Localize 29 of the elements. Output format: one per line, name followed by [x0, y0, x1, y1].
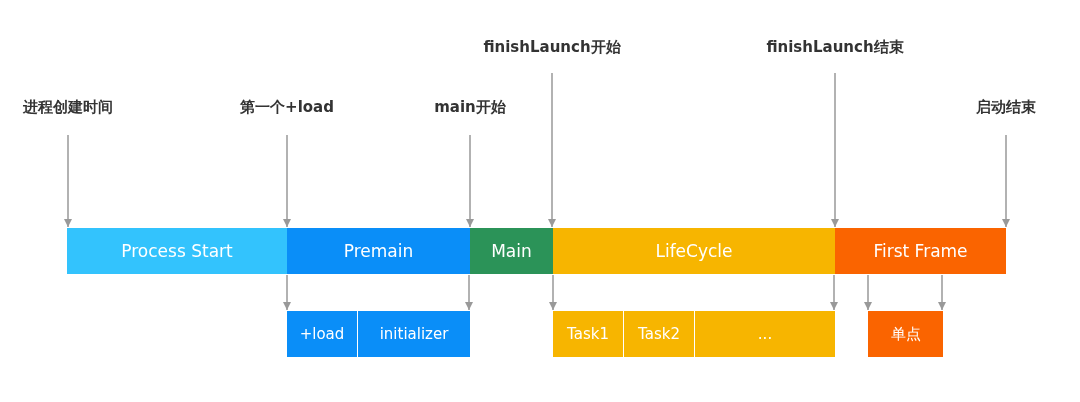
phase-bar-segment: First Frame	[835, 228, 1006, 274]
time-point-label: finishLaunch开始	[472, 35, 632, 59]
arrow	[466, 134, 474, 228]
arrow	[864, 274, 872, 311]
arrow	[1002, 134, 1010, 228]
phase-bar-segment: Premain	[287, 228, 470, 274]
phase-bar-segment: Main	[470, 228, 553, 274]
arrow	[549, 274, 557, 311]
sub-task-box: Task2	[624, 311, 694, 357]
sub-task-box: 单点	[868, 311, 943, 357]
arrow	[64, 134, 72, 228]
phase-bar-segment: Process Start	[67, 228, 287, 274]
arrow	[830, 274, 838, 311]
time-point-label: finishLaunch结束	[755, 35, 915, 59]
arrow	[938, 274, 946, 311]
arrow	[283, 134, 291, 228]
sub-task-box: Task1	[553, 311, 623, 357]
time-point-label: 第一个+load	[222, 95, 352, 119]
sub-task-box: +load	[287, 311, 357, 357]
sub-task-box: initializer	[358, 311, 470, 357]
arrow	[465, 274, 473, 311]
arrow	[548, 72, 556, 228]
time-point-label: 进程创建时间	[8, 95, 128, 119]
time-point-label: 启动结束	[956, 95, 1056, 119]
time-point-label: main开始	[420, 95, 520, 119]
arrow	[831, 72, 839, 228]
phase-bar-segment: LifeCycle	[553, 228, 835, 274]
arrow	[283, 274, 291, 311]
sub-task-box: ...	[695, 311, 835, 357]
